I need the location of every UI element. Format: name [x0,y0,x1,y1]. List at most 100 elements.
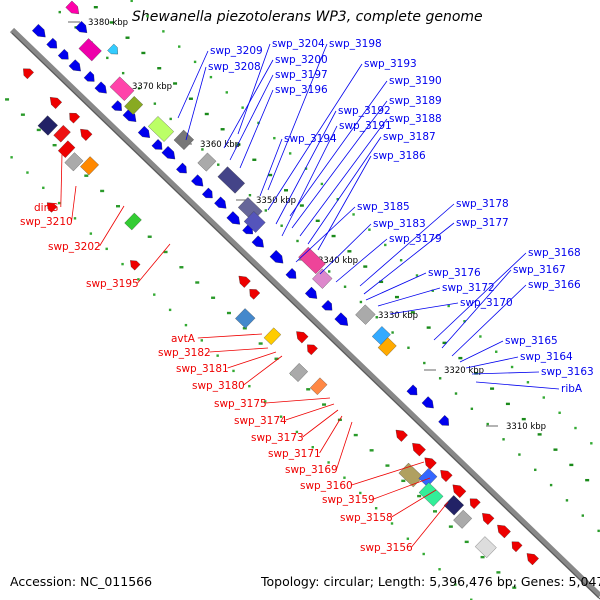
forward-label-leader [441,269,512,349]
gc-dot [470,407,474,410]
forward-gene-label: swp_3176 [428,267,481,279]
reverse-feature-block [418,468,438,487]
gc-dot [521,417,526,421]
forward-gene [201,187,213,199]
reverse-feature-block [53,124,71,143]
genome-backbone [9,27,600,599]
forward-label-leader [291,100,388,229]
forward-gene-label: swp_3168 [528,247,581,259]
forward-gene [334,312,349,326]
gc-dot [542,396,545,399]
gc-dot [263,400,267,403]
reverse-gene [412,443,426,457]
forward-gene [191,174,204,187]
gc-dot [258,342,263,345]
gc-dot [52,143,57,147]
gc-dot [426,326,431,329]
gc-dot [558,411,561,414]
gc-dot [385,464,390,467]
gc-dot [347,250,352,253]
gc-dot [5,98,10,101]
genome-title: Shewanella piezotolerans WP3, complete g… [132,9,483,25]
forward-label-leader [475,381,560,390]
gc-dot [168,308,172,312]
gc-dot [36,128,41,132]
forward-gene-label: swp_3191 [339,120,392,132]
forward-gene-label: swp_3188 [389,113,442,125]
reverse-label-leader [71,185,77,222]
reverse-feature-block [64,152,84,172]
gc-dot [315,219,320,222]
gc-dot [505,402,510,406]
gc-dot [502,438,505,441]
forward-gene [406,384,418,396]
gc-dot [121,262,124,266]
gc-dot [384,243,387,247]
forward-gene-label: swp_3167 [513,264,566,276]
gc-dot [590,442,593,445]
gc-dot [248,384,251,388]
forward-gene [46,37,58,49]
forward-gene [151,139,163,150]
reverse-feature-block [443,495,464,516]
reverse-gene-label: swp_3160 [300,480,353,492]
reverse-label-leader [411,501,449,548]
gc-dot [284,189,289,192]
reverse-label-leader [60,153,63,208]
gc-dot [374,507,378,510]
gc-dot [146,14,149,18]
gc-dot [352,213,355,216]
gc-dot [163,250,168,254]
tick-label: 3380 kbp [88,18,128,28]
gc-dot [322,403,327,406]
gc-dot [20,113,25,116]
forward-gene-label: swp_3197 [275,69,328,81]
gc-dot [306,388,311,391]
reverse-gene [80,128,93,141]
gc-dot [279,415,283,418]
forward-label-leader [465,356,519,369]
gc-dot [512,586,517,589]
gc-dot [106,56,109,60]
reverse-gene-label: swp_3156 [360,542,413,554]
forward-gene [304,286,318,299]
gc-dot [147,235,152,238]
gc-dot [390,522,394,525]
gc-dot [252,158,257,161]
reverse-gene [424,457,437,470]
gc-dot [153,102,157,105]
forward-label-leader [281,125,338,237]
forward-gene-label: swp_3179 [389,233,442,245]
gc-dot [280,224,283,227]
gc-dot [486,422,489,426]
gc-dot [257,121,260,125]
forward-feature-block [78,38,102,62]
forward-label-leader [317,155,372,251]
gc-dot [336,197,339,201]
gc-dot [479,335,482,338]
tick-label: 3320 kbp [444,366,484,376]
gc-dot [295,430,299,434]
forward-feature-block [197,152,217,172]
gc-dot [553,448,558,451]
forward-label-leader [471,371,540,375]
reverse-gene-label: swp_3175 [214,398,267,410]
reverse-feature-block [37,115,58,136]
reverse-gene [440,470,453,483]
forward-label-leader [229,74,274,161]
gc-dot [236,143,241,146]
gc-dot [496,571,501,574]
reverse-gene [46,202,58,213]
tick-label: 3370 kbp [132,82,172,92]
gc-dot [565,499,569,502]
reverse-label-leader [227,351,277,369]
gc-dot [195,281,200,284]
gc-dot [173,82,178,85]
gene-labels-layer: swp_3209swp_3208swp_3204swp_3200swp_3197… [20,38,594,554]
reverse-gene [130,260,141,271]
gc-dot [311,445,314,449]
reverse-gene [452,484,467,499]
forward-gene [251,235,264,248]
forward-gene-label: swp_3192 [338,105,391,117]
gc-dot [304,167,308,170]
